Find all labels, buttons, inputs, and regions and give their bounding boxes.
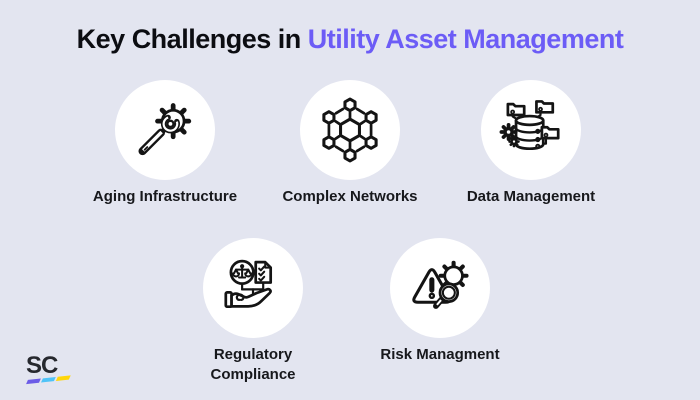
page-title: Key Challenges in Utility Asset Manageme… [0,24,700,55]
logo-stripe-purple [26,378,41,385]
icon-circle [390,238,490,338]
challenge-label: Aging Infrastructure [92,188,238,205]
database-folders-icon [499,100,560,151]
title-highlight: Utility Asset Management [307,24,624,54]
challenge-risk-management: Risk Managment [360,238,520,365]
icon-circle [115,80,215,180]
challenge-regulatory-compliance: Regulatory Compliance [173,238,333,386]
challenge-complex-networks: Complex Networks [270,80,430,207]
logo-text: SC [26,352,58,379]
challenge-label: Regulatory Compliance [210,346,296,384]
challenge-label: Data Management [466,188,596,205]
logo-stripe-blue [40,376,56,383]
warning-gear-magnifier-icon [412,260,469,309]
challenge-label: Risk Managment [380,346,500,363]
icon-circle [203,238,303,338]
title-prefix: Key Challenges in [76,24,302,54]
logo-stripe-yellow [55,375,71,381]
wrench-gear-icon [138,103,192,156]
hand-scales-checklist-icon [224,259,273,309]
challenge-aging-infrastructure: Aging Infrastructure [85,80,245,207]
challenge-label: Complex Networks [282,188,418,205]
challenge-data-management: Data Management [451,80,611,207]
hexagon-network-icon [322,97,378,163]
brand-logo: SC [26,352,86,385]
icon-circle [481,80,581,180]
icon-circle [300,80,400,180]
